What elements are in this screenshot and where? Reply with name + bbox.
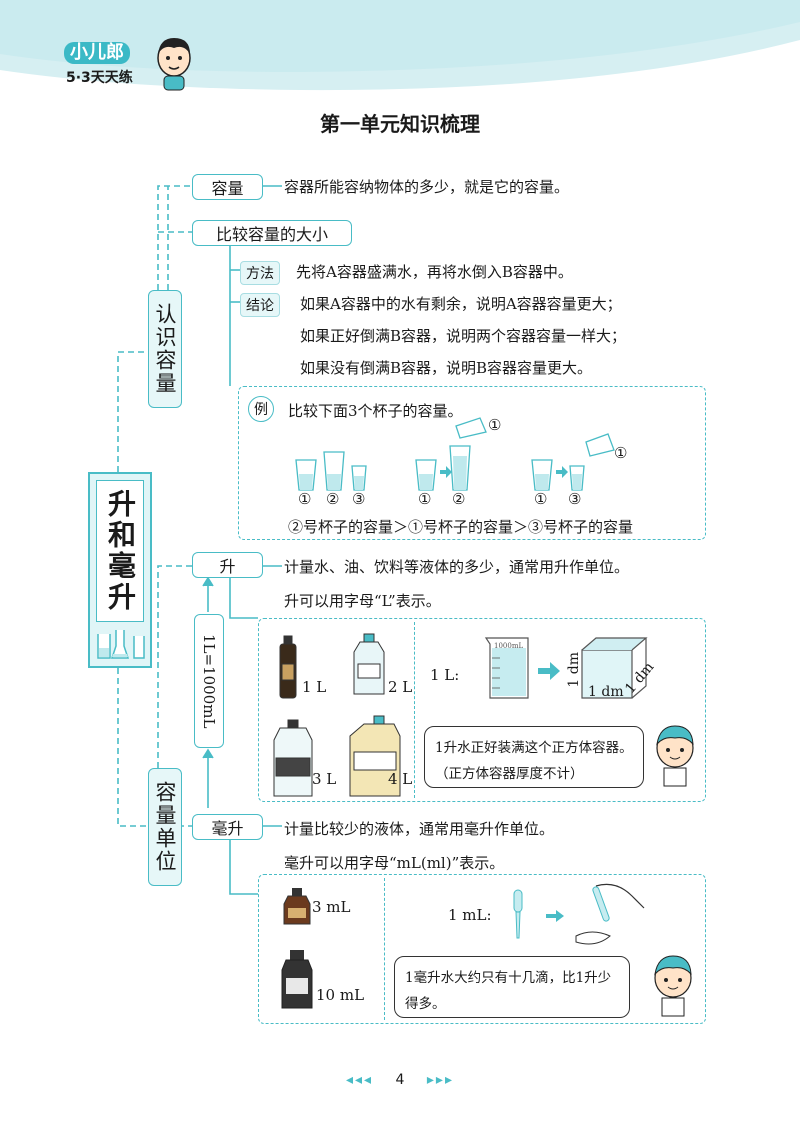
page-footer: ◂◂◂ 4 ▸▸▸ (0, 1072, 800, 1088)
cup-label-3: ③ (352, 490, 366, 508)
pour2-top-label: ① (614, 444, 628, 462)
liter-speech-bubble: 1升水正好装满这个正方体容器。（正方体容器厚度不计） (424, 726, 644, 788)
conclusion-line-1: 如果A容器中的水有剩余，说明A容器容量更大； (300, 295, 622, 313)
milliliter-panel-divider (384, 878, 385, 1020)
liter-bottles-illustration (273, 633, 401, 797)
bottle-label-3ml: 3 mL (312, 898, 351, 916)
cup-label-1: ① (298, 490, 312, 508)
conversion-box: 1L=1000mL (194, 614, 224, 748)
brand-top: 小儿郎 (64, 42, 130, 64)
pour2-label-3: ③ (568, 490, 582, 508)
method-tag: 方法 (240, 261, 280, 285)
example-answer: ②号杯子的容量＞①号杯子的容量＞③号杯子的容量 (288, 518, 634, 536)
liter-line-2: 升可以用字母“L”表示。 (284, 592, 441, 610)
brand-logo: 小儿郎 5·3天天练 (64, 42, 174, 94)
liter-panel-divider (414, 622, 415, 798)
milliliter-panel (258, 874, 706, 1024)
cube-label: 1 L: (430, 666, 460, 684)
example-panel (238, 386, 706, 540)
child-mascot-icon (656, 725, 694, 787)
root-node: 升和毫升 (88, 472, 152, 668)
milliliter-node: 毫升 (192, 814, 263, 840)
lab-glassware-icon (97, 630, 145, 659)
beaker-cube-illustration (484, 637, 648, 699)
bottle-label-10ml: 10 mL (316, 986, 365, 1004)
bottle-label-2l: 2 L (388, 678, 413, 696)
dropper-illustration (513, 883, 645, 945)
bottle-label-3l: 3 L (312, 770, 337, 788)
brand-bottom: 5·3天天练 (66, 70, 133, 86)
capacity-node: 容量 (192, 174, 263, 200)
page-title: 第一单元知识梳理 (320, 112, 480, 136)
conclusion-line-2: 如果正好倒满B容器，说明两个容器容量一样大； (300, 327, 627, 345)
example-prompt: 比较下面3个杯子的容量。 (288, 402, 463, 420)
header-band (0, 0, 800, 91)
milliliter-line-2: 毫升可以用字母“mL(ml)”表示。 (284, 854, 505, 872)
ml-bottles-illustration (281, 888, 313, 1009)
liter-line-1: 计量水、油、饮料等液体的多少，通常用升作单位。 (284, 558, 630, 576)
next-arrows: ▸▸▸ (426, 1072, 454, 1088)
pour1-label-1: ① (418, 490, 432, 508)
liter-node: 升 (192, 552, 263, 578)
beaker-mark: 1000mL (494, 642, 524, 650)
conclusion-line-3: 如果没有倒满B容器，说明B容器容量更大。 (300, 359, 593, 377)
conclusion-tag: 结论 (240, 293, 280, 317)
bottle-label-1l: 1 L (302, 678, 327, 696)
drop-label: 1 mL: (448, 906, 492, 924)
mascot-icon (157, 38, 191, 91)
cups-illustration (295, 417, 615, 491)
bottle-label-4l: 4 L (388, 770, 413, 788)
liter-panel (258, 618, 706, 802)
branch-recognize: 认识容量 (148, 290, 182, 408)
page-number: 4 (395, 1072, 405, 1088)
pour1-label-2: ② (452, 490, 466, 508)
milliliter-speech-bubble: 1毫升水大约只有十几滴，比1升少得多。 (394, 956, 630, 1018)
cup-label-2: ② (326, 490, 340, 508)
cube-dm-height: 1 dm (566, 652, 582, 688)
compare-node: 比较容量的大小 (192, 220, 352, 246)
milliliter-line-1: 计量比较少的液体，通常用毫升作单位。 (284, 820, 555, 838)
child-mascot-icon-2 (654, 955, 692, 1017)
root-label: 升和毫升 (96, 480, 144, 622)
example-badge: 例 (248, 396, 274, 422)
branch-units: 容量单位 (148, 768, 182, 886)
method-text: 先将A容器盛满水，再将水倒入B容器中。 (296, 263, 573, 281)
capacity-definition: 容器所能容纳物体的多少，就是它的容量。 (284, 178, 570, 196)
cube-dm-width: 1 dm (588, 684, 624, 700)
prev-arrows: ◂◂◂ (345, 1072, 374, 1088)
pour1-top-label: ① (488, 416, 502, 434)
pour2-label-1: ① (534, 490, 548, 508)
